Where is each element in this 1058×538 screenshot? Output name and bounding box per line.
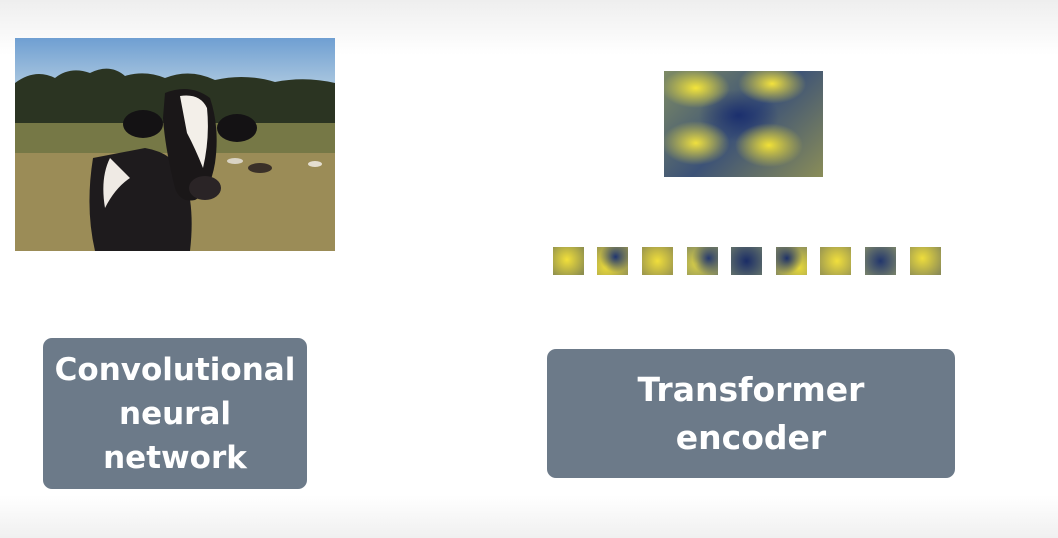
input-cow-image <box>15 38 335 251</box>
transformer-encoder-box: Transformer encoder <box>547 349 955 478</box>
feature-map-image <box>664 71 823 177</box>
patch-sequence <box>553 247 943 275</box>
image-patch <box>820 247 851 275</box>
transformer-label-line2: encoder <box>675 417 827 457</box>
cnn-label-line3: network <box>103 439 247 476</box>
image-patch <box>597 247 628 275</box>
image-patch <box>910 247 941 275</box>
cnn-label-line1: Convolutional <box>54 351 296 388</box>
image-patch <box>687 247 718 275</box>
image-patch <box>642 247 673 275</box>
image-patch <box>553 247 584 275</box>
image-patch <box>865 247 896 275</box>
transformer-label-line1: Transformer <box>637 369 865 409</box>
image-patch <box>731 247 762 275</box>
cnn-label-line2: neural <box>119 395 231 432</box>
cnn-box: Convolutional neural network <box>43 338 307 489</box>
image-patch <box>776 247 807 275</box>
